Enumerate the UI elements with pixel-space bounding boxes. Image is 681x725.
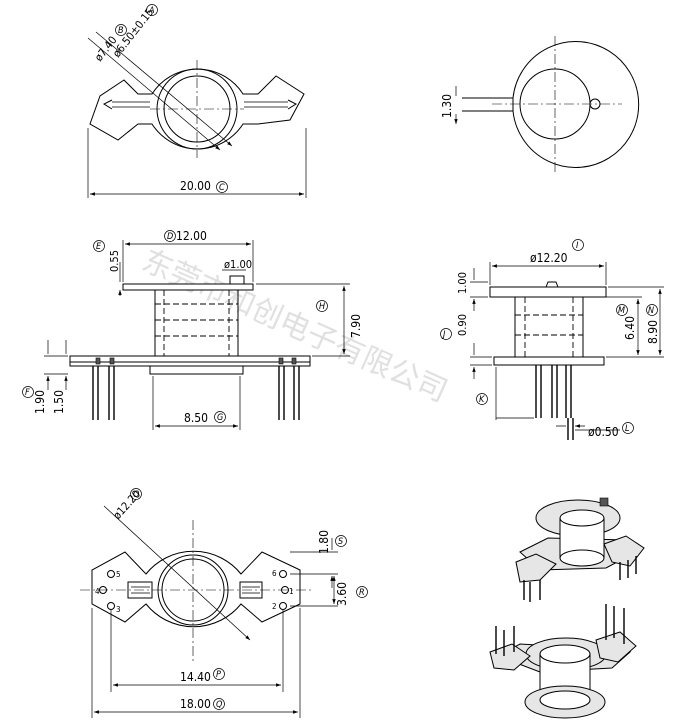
svg-text:K: K — [479, 395, 485, 405]
callout-G: G — [214, 411, 226, 423]
svg-text:N: N — [648, 306, 654, 316]
callout-Q: Q — [213, 698, 225, 710]
callout-D: D — [164, 230, 176, 242]
callout-N: N — [646, 304, 658, 316]
callout-K: K — [476, 393, 488, 405]
isometric-view-upper — [515, 497, 645, 602]
dim-S-text: 1.80 — [317, 530, 331, 554]
svg-text:D: D — [167, 232, 173, 242]
callout-B: B — [115, 24, 127, 36]
dim-Q-text: 18.00 — [180, 697, 211, 711]
svg-text:C: C — [219, 183, 225, 193]
svg-text:A: A — [148, 6, 155, 16]
svg-text:F: F — [25, 388, 30, 398]
dim-R-text: 3.60 — [335, 582, 349, 606]
callout-J: J — [440, 328, 452, 340]
svg-text:Q: Q — [216, 700, 223, 710]
callout-E: E — [93, 240, 105, 252]
dim-N-text: 8.90 — [646, 320, 660, 344]
callout-A: A — [146, 4, 158, 16]
svg-text:E: E — [96, 242, 102, 252]
view-pin-layout: 1 2 3 4 5 6 ø12.20 1.80 3.60 14.40 18.00… — [80, 488, 368, 718]
callout-H: H — [316, 300, 328, 312]
view-top: ø6.50±0.15 ø7.40 20.00 A B C — [87, 4, 307, 198]
dim-F2-text: 1.50 — [52, 390, 66, 414]
svg-text:H: H — [319, 302, 325, 312]
dim-L-text: ø0.50 — [588, 425, 619, 439]
svg-text:R: R — [359, 588, 365, 598]
dim-J-text: 0.90 — [456, 314, 469, 336]
view-bottom: 1.30 — [440, 36, 640, 172]
callout-L: L — [622, 422, 634, 434]
dim-C-text: 20.00 — [180, 179, 211, 193]
dim-I-text: ø12.20 — [530, 251, 568, 265]
pin-1-label: 1 — [289, 587, 294, 596]
dim-slot-text: 1.30 — [440, 94, 454, 118]
callout-C: C — [216, 181, 228, 193]
svg-text:O: O — [133, 490, 140, 500]
view-side: ø12.20 1.00 0.90 6.40 8.90 ø0.50 I J M N… — [440, 239, 664, 440]
dim-pin-dia-text: ø1.00 — [224, 258, 252, 271]
callout-R: R — [356, 586, 368, 598]
svg-text:P: P — [216, 670, 221, 680]
view-front: 12.00 0.55 ø1.00 7.90 1.90 1.50 8.50 D E… — [22, 229, 363, 430]
pin-3-label: 3 — [116, 605, 121, 614]
callout-F: F — [22, 386, 34, 398]
svg-text:B: B — [118, 26, 124, 36]
dim-M-text: 6.40 — [623, 316, 637, 340]
svg-text:M: M — [618, 306, 625, 316]
callout-M: M — [616, 304, 628, 316]
dim-F-text: 1.90 — [33, 390, 47, 414]
callout-O: O — [130, 488, 142, 500]
pin-6-label: 6 — [272, 569, 277, 578]
svg-text:S: S — [338, 537, 343, 547]
dim-D-text: 12.00 — [176, 229, 207, 243]
callout-I: I — [572, 239, 584, 251]
dim-top-h-text: 1.00 — [456, 272, 469, 294]
dim-P-text: 14.40 — [180, 670, 211, 684]
callout-S: S — [335, 535, 347, 547]
pin-5-label: 5 — [116, 570, 121, 579]
dim-G-text: 8.50 — [184, 411, 208, 425]
callout-P: P — [213, 668, 225, 680]
pin-4-label: 4 — [95, 587, 100, 596]
svg-text:G: G — [217, 413, 223, 423]
svg-text:J: J — [441, 330, 446, 340]
pin-2-label: 2 — [272, 602, 277, 611]
pins: 1 2 3 4 5 6 — [95, 569, 294, 614]
dim-H-text: 7.90 — [349, 314, 363, 338]
dim-E-text: 0.55 — [108, 250, 121, 272]
svg-text:L: L — [625, 424, 630, 434]
svg-text:I: I — [576, 241, 579, 251]
isometric-view-lower — [489, 604, 637, 719]
